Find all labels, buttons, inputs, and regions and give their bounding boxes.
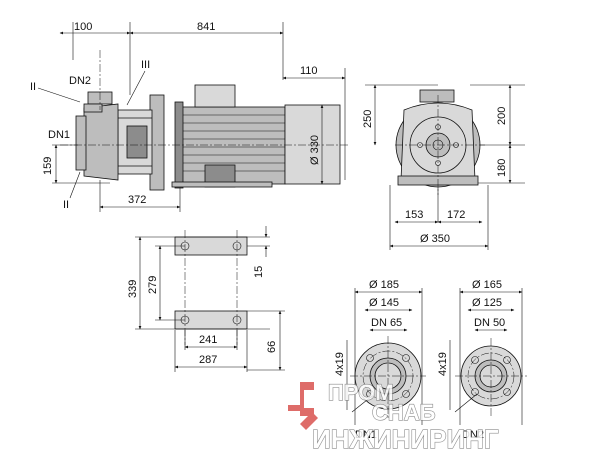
dn1-bolt-circle-d: Ø 145 xyxy=(369,297,399,309)
dim-180: 180 xyxy=(496,159,508,177)
dn1-nominal: DN 65 xyxy=(371,317,402,329)
dim-841: 841 xyxy=(197,21,215,33)
label-dn1: DN1 xyxy=(48,129,70,141)
dim-66: 66 xyxy=(266,341,278,353)
label-iii: III xyxy=(141,59,150,71)
watermark-line1: ПРОМ xyxy=(328,380,394,405)
label-dn2: DN2 xyxy=(69,75,91,87)
dn2-nominal: DN 50 xyxy=(474,317,505,329)
dim-172: 172 xyxy=(447,209,465,221)
logo-mark xyxy=(288,382,318,430)
dn2-label: DN2 xyxy=(462,429,484,441)
base-foot-top xyxy=(174,236,248,256)
dn1-label: DN1 xyxy=(355,429,377,441)
label-ii-top: II xyxy=(30,81,36,93)
pump-casing xyxy=(83,103,119,181)
side-view: 100 841 110 xyxy=(30,21,350,212)
end-view: 250 200 180 153 172 Ø 350 xyxy=(362,84,525,250)
dn1-holes: 4x19 xyxy=(334,352,346,376)
watermark-line3: ИНЖИНИРИНГ xyxy=(312,424,499,454)
dim-100: 100 xyxy=(74,21,92,33)
dn2-bolt-circle-d: Ø 125 xyxy=(472,297,502,309)
dn2-holes: 4x19 xyxy=(437,352,449,376)
dim-330: Ø 330 xyxy=(309,135,321,165)
dim-287: 287 xyxy=(199,354,217,366)
watermark-logo: ПРОМ СНАБ ИНЖИНИРИНГ xyxy=(288,379,500,455)
base-plate-view: 339 279 15 241 287 66 xyxy=(127,226,285,372)
flange-dn2-view: Ø 165 Ø 125 DN 50 4x19 DN2 xyxy=(437,279,527,441)
dim-279: 279 xyxy=(147,276,159,294)
dim-153: 153 xyxy=(405,209,423,221)
dim-250: 250 xyxy=(362,110,374,128)
terminal-box xyxy=(194,84,236,108)
fan-cover xyxy=(284,104,341,185)
dim-241: 241 xyxy=(199,334,217,346)
dim-15: 15 xyxy=(253,266,265,278)
base-foot-bottom xyxy=(174,310,248,330)
dim-372: 372 xyxy=(128,194,146,206)
dn2-outer-d: Ø 165 xyxy=(472,279,502,291)
dn1-outer-d: Ø 185 xyxy=(369,279,399,291)
label-ii-bottom: II xyxy=(63,199,69,211)
suction-flange xyxy=(75,115,87,171)
flange-dn1-view: Ø 185 Ø 145 DN 65 4x19 DN1 xyxy=(334,279,426,441)
dim-110: 110 xyxy=(300,65,318,77)
watermark-line2: СНАБ xyxy=(372,400,436,425)
dim-200: 200 xyxy=(496,107,508,125)
dim-350: Ø 350 xyxy=(420,233,450,245)
dim-339: 339 xyxy=(127,280,139,298)
dim-159: 159 xyxy=(42,157,54,175)
